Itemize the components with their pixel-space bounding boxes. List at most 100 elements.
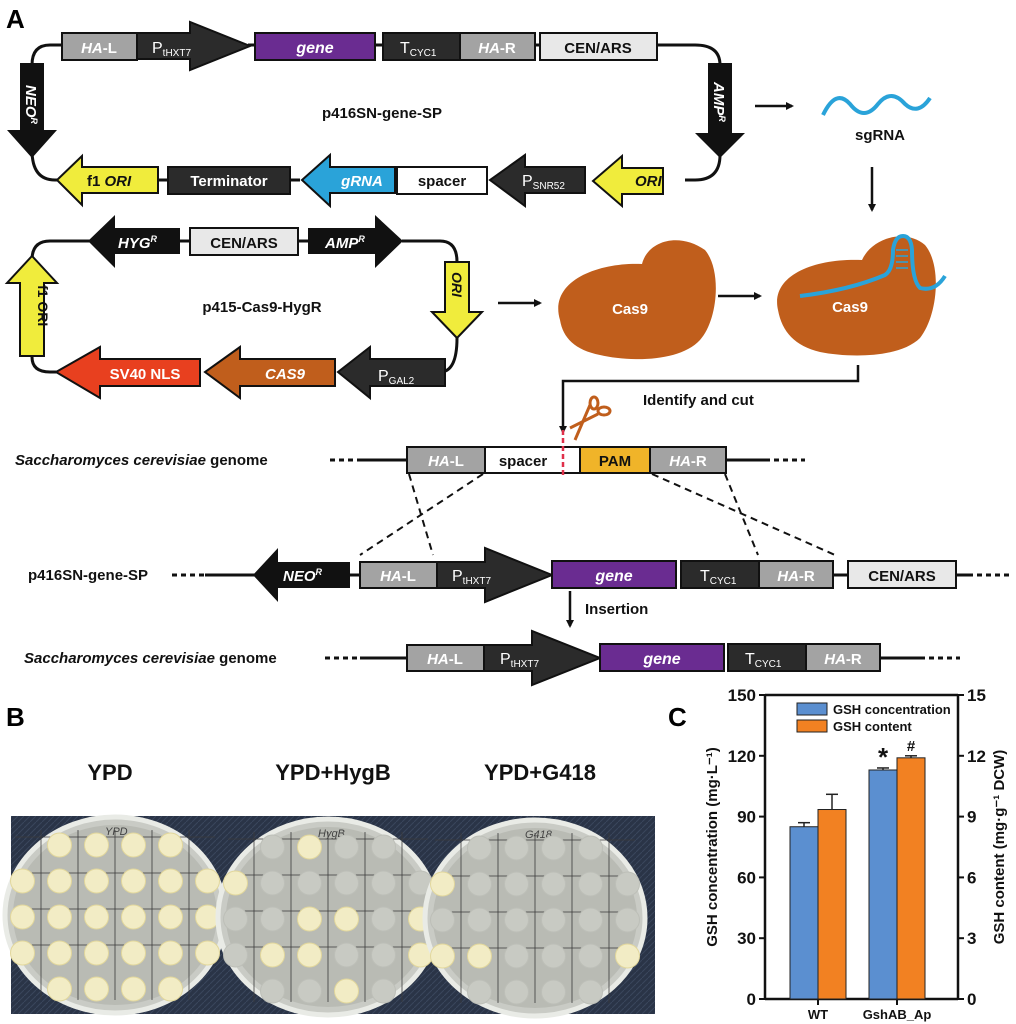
- colony-absent: [334, 870, 359, 896]
- bar-gsh-concentration: [868, 769, 898, 1000]
- colony-absent: [297, 978, 322, 1004]
- genome-label-1: Saccharomyces cerevisiae genome: [15, 452, 268, 469]
- psnr52-label: PSNR52: [522, 173, 565, 192]
- colony-absent: [504, 907, 529, 933]
- x-tick-label: GshAB_Ap: [863, 1007, 932, 1022]
- plate-title-g418: YPD+G418: [484, 760, 596, 785]
- genome-ha-r-label: HA-R: [669, 453, 707, 470]
- y-tick-label-left: 0: [747, 990, 756, 1009]
- donor-gene: [551, 560, 677, 589]
- donor-ha-l-label: HA-L: [380, 568, 416, 585]
- donor-neo-r-label: NEOR: [283, 567, 323, 585]
- plasmid2-name: p415-Cas9-HygR: [202, 299, 321, 316]
- genome-ha-l-label: HA-L: [428, 453, 464, 470]
- colony-grown: [84, 904, 109, 930]
- donor-tcyc1: [680, 560, 760, 589]
- colony-absent: [541, 979, 566, 1005]
- promoter-thxt7-arrow: [136, 20, 253, 72]
- f1-ori-label: f1 ORI: [87, 173, 132, 190]
- colony-absent: [467, 907, 492, 933]
- plasmid-p415-Cas9-HygR: HYGR CEN/ARS AMPR f1 ORI ORI SV40 NLS CA…: [4, 215, 485, 401]
- colony-absent: [334, 942, 359, 968]
- donor-promoter-label: PtHXT7: [452, 568, 491, 587]
- colony-grown: [47, 904, 72, 930]
- colony-absent: [578, 835, 603, 861]
- hyg-r-label: HYGR: [118, 234, 158, 252]
- donor-neo-r-arrow: [253, 548, 350, 602]
- y-tick-label-right: 0: [967, 990, 976, 1009]
- cen-ars-block-2: [189, 227, 299, 256]
- plasmid1-name: p416SN-gene-SP: [322, 105, 442, 122]
- significance-mark: #: [907, 738, 916, 755]
- ori-arrow: [591, 153, 664, 209]
- significance-mark: *: [878, 742, 889, 772]
- colony-grown: [47, 940, 72, 966]
- pgal2-arrow: [336, 344, 446, 401]
- colony-absent: [334, 834, 359, 860]
- sgrna-icon: [821, 94, 932, 116]
- promoter-thxt7-label: PtHXT7: [152, 40, 191, 59]
- result-ha-l: [406, 644, 485, 672]
- colony-absent: [504, 835, 529, 861]
- colony-grown: [158, 940, 183, 966]
- donor-row: p416SN-gene-SP NEOR HA-L PtHXT7 gene TCY…: [28, 546, 1010, 604]
- colony-grown: [615, 943, 640, 969]
- y-tick-label-left: 60: [737, 868, 756, 887]
- genome-target-row: Saccharomyces cerevisiae genome HA-L spa…: [15, 430, 805, 478]
- x-tick-label: WT: [808, 1007, 828, 1022]
- terminator-label: Terminator: [190, 173, 267, 190]
- colony-absent: [430, 907, 455, 933]
- colony-absent: [297, 870, 322, 896]
- colony-absent: [578, 943, 603, 969]
- sv40-nls-label: SV40 NLS: [110, 366, 181, 383]
- amp-r-label-2: AMPR: [324, 234, 365, 252]
- colony-absent: [371, 834, 396, 860]
- colony-absent: [467, 835, 492, 861]
- ha-l-label: HA-L: [81, 40, 117, 57]
- colony-grown: [223, 870, 248, 896]
- colony-absent: [467, 871, 492, 897]
- legend-label: GSH content: [833, 719, 912, 734]
- result-promoter-label: PtHXT7: [500, 651, 539, 670]
- terminator-block: [167, 166, 291, 195]
- plate-handwritten-label: G418: [525, 829, 553, 841]
- colony-grown: [195, 940, 220, 966]
- result-ha-l-label: HA-L: [427, 651, 463, 668]
- sgrna-hairpin-pairs: [896, 249, 908, 269]
- psnr52-arrow: [488, 153, 586, 208]
- colony-grown: [47, 976, 72, 1002]
- y-tick-label-left: 30: [737, 929, 756, 948]
- colony-absent: [578, 907, 603, 933]
- result-tcyc1-label: TCYC1: [745, 651, 782, 670]
- donor-gene-label: gene: [594, 568, 632, 585]
- colony-grown: [158, 904, 183, 930]
- colony-absent: [578, 871, 603, 897]
- donor-ha-r: [758, 560, 834, 589]
- ha-r-label: HA-R: [478, 40, 516, 57]
- colony-grown: [84, 976, 109, 1002]
- ori-arrow-2: [429, 261, 485, 340]
- colony-grown: [47, 832, 72, 858]
- spacer-block: [396, 166, 488, 195]
- cas9-gene-label: CAS9: [265, 366, 306, 383]
- result-ha-r: [805, 643, 881, 672]
- colony-absent: [260, 870, 285, 896]
- colony-grown: [260, 942, 285, 968]
- f1-ori-arrow-2: [4, 254, 60, 357]
- colony-grown: [467, 943, 492, 969]
- colony-grown: [158, 832, 183, 858]
- plate-handwritten-label: YPD: [105, 826, 128, 838]
- y-axis-label-right: GSH content (mg·g⁻¹ DCW): [991, 750, 1008, 945]
- pgal2-label: PGAL2: [378, 368, 415, 387]
- cen-ars-block: [539, 32, 658, 61]
- bar-gsh-concentration: [789, 826, 819, 1000]
- plasmid-p416SN-gene-SP: HA-L PtHXT7 gene TCYC1 HA-R CEN/ARS NEOR…: [7, 20, 745, 209]
- petri-plate-3: G418: [422, 817, 648, 1019]
- colony-absent: [504, 871, 529, 897]
- y-tick-label-right: 12: [967, 747, 986, 766]
- petri-plate-2: HygB: [215, 816, 441, 1018]
- amp-r-label: AMPR: [710, 81, 727, 122]
- panel-label-c: C: [668, 702, 687, 732]
- colony-grown: [47, 868, 72, 894]
- neo-r-arrow: [7, 63, 57, 158]
